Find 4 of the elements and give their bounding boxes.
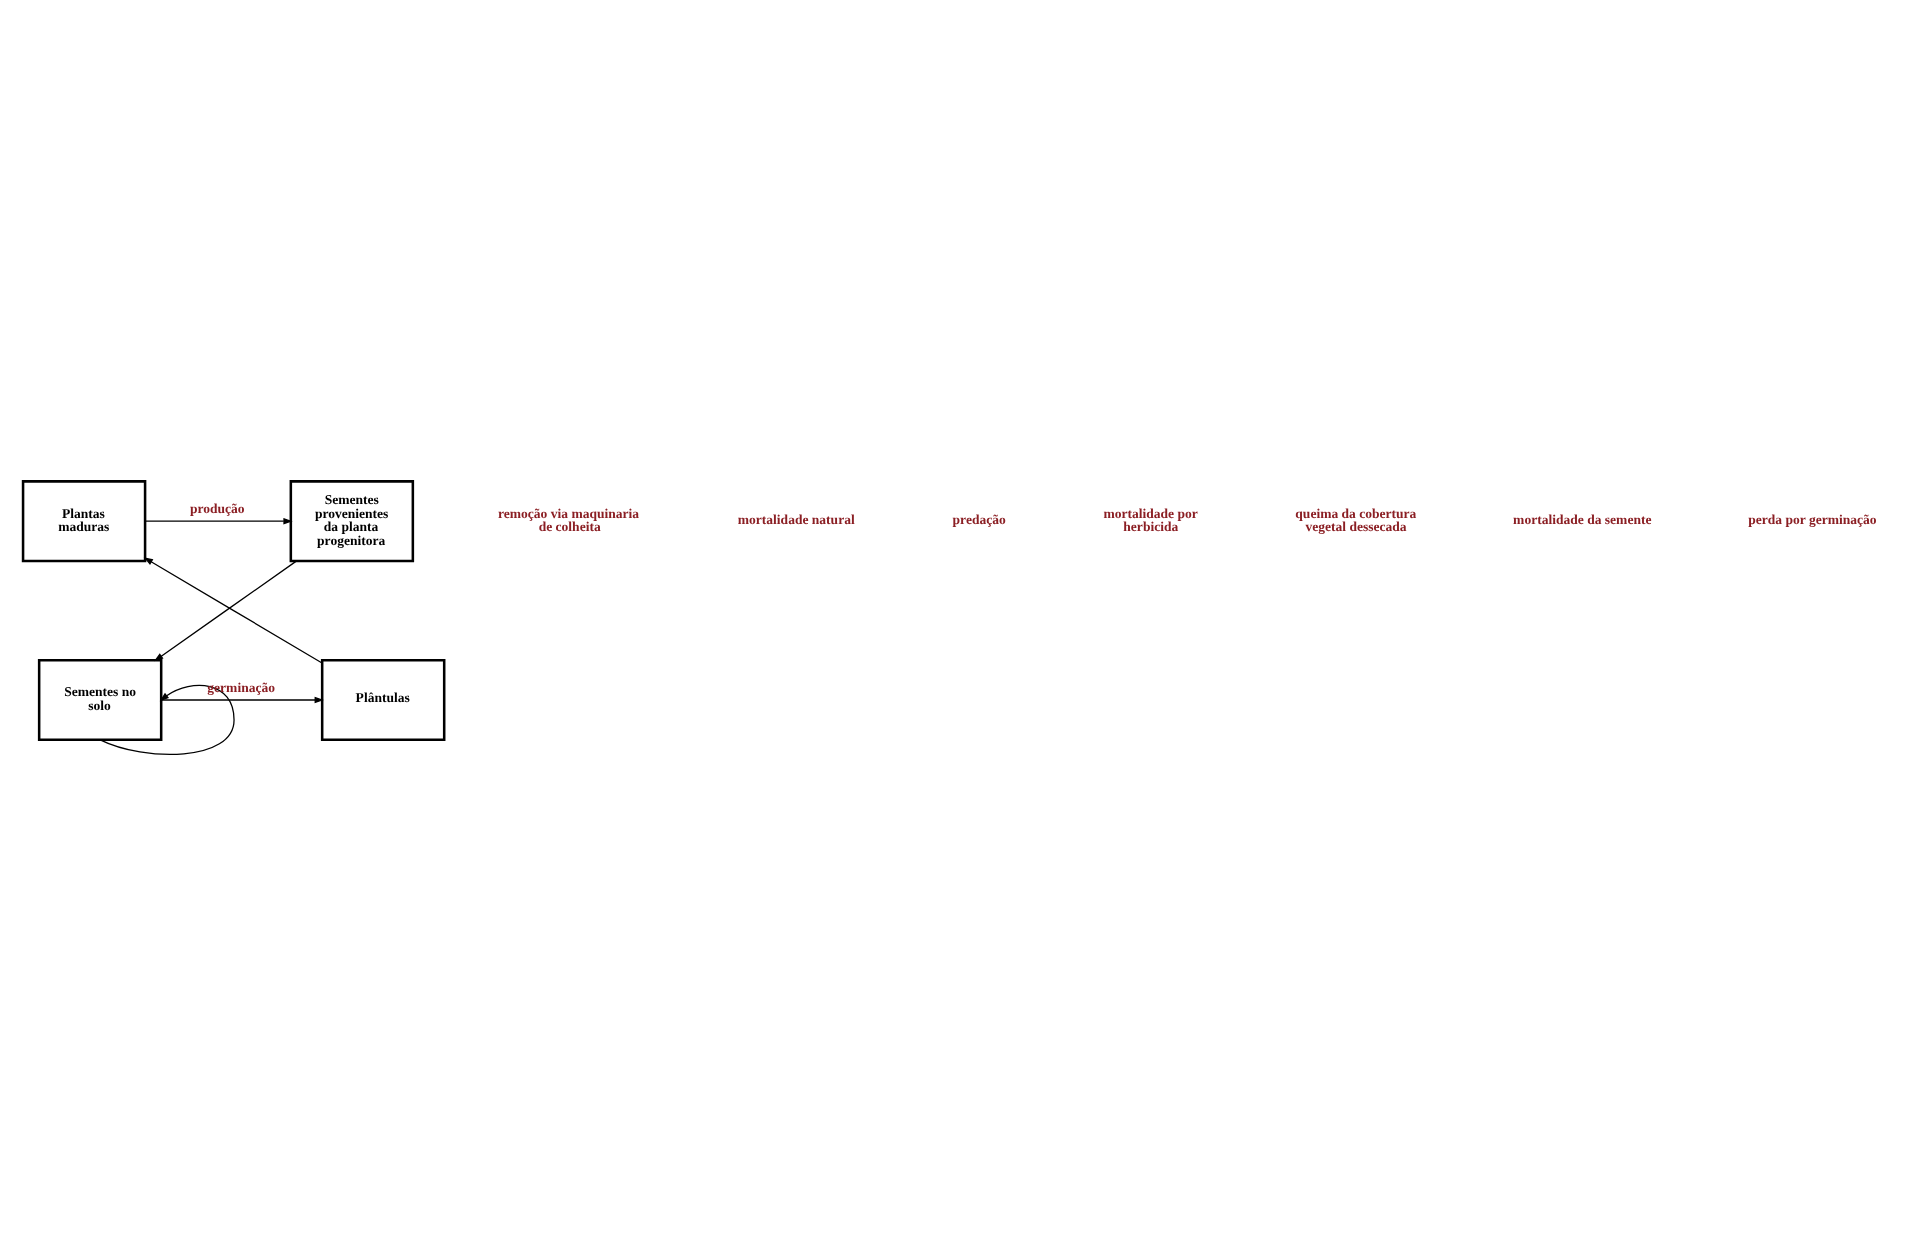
arrow	[154, 559, 297, 661]
arrow	[143, 556, 323, 663]
arrow	[160, 695, 324, 703]
arrow	[144, 516, 293, 524]
